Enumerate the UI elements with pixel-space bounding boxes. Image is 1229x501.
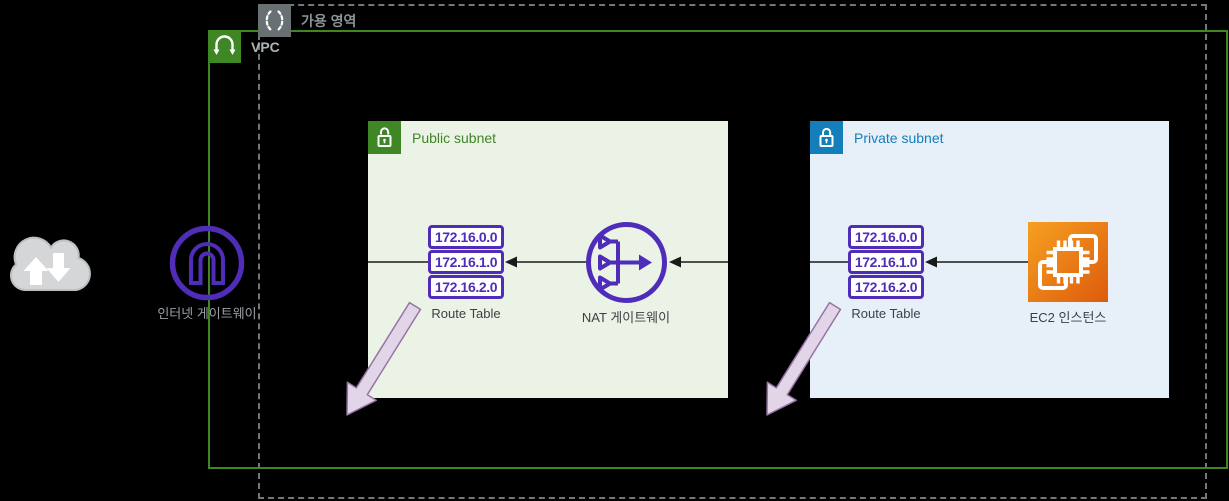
route-entry: 172.16.0.0 xyxy=(428,225,504,249)
route-entry: 172.16.1.0 xyxy=(428,250,504,274)
nat-gateway-label: NAT 게이트웨이 xyxy=(581,310,671,325)
vpc-header: VPC xyxy=(208,30,280,63)
availability-zone-container xyxy=(258,4,1207,499)
vpc-container xyxy=(208,30,1228,469)
availability-zone-icon xyxy=(258,4,291,37)
ec2-instance-icon xyxy=(1028,222,1108,302)
ec2-instance-label: EC2 인스턴스 xyxy=(1029,310,1107,325)
route-entry: 172.16.0.0 xyxy=(848,225,924,249)
download-arrow-icon xyxy=(46,253,71,282)
private-route-table-label: Route Table xyxy=(851,306,921,321)
internet-gateway-icon xyxy=(169,225,245,301)
private-subnet-header: Private subnet xyxy=(810,121,944,154)
private-subnet-label: Private subnet xyxy=(854,129,944,146)
vpc-icon xyxy=(208,30,241,63)
private-route-table: 172.16.0.0 172.16.1.0 172.16.2.0 xyxy=(848,225,924,300)
route-entry: 172.16.2.0 xyxy=(848,275,924,299)
closed-lock-icon xyxy=(810,121,843,154)
nat-gateway-icon xyxy=(586,222,667,303)
public-route-table: 172.16.0.0 172.16.1.0 172.16.2.0 xyxy=(428,225,504,300)
public-subnet-label: Public subnet xyxy=(412,129,497,146)
route-entry: 172.16.1.0 xyxy=(848,250,924,274)
availability-zone-header: 가용 영역 xyxy=(258,4,356,37)
open-lock-icon xyxy=(368,121,401,154)
availability-zone-label: 가용 영역 xyxy=(301,12,357,29)
public-subnet: Public subnet xyxy=(368,121,728,398)
public-route-table-label: Route Table xyxy=(431,306,501,321)
vpc-label: VPC xyxy=(251,38,280,55)
public-subnet-header: Public subnet xyxy=(368,121,496,154)
upload-arrow-icon xyxy=(23,257,49,285)
internet-gateway-label: 인터넷 게이트웨이 xyxy=(157,306,257,321)
internet-cloud-icon xyxy=(9,236,91,291)
route-entry: 172.16.2.0 xyxy=(428,275,504,299)
